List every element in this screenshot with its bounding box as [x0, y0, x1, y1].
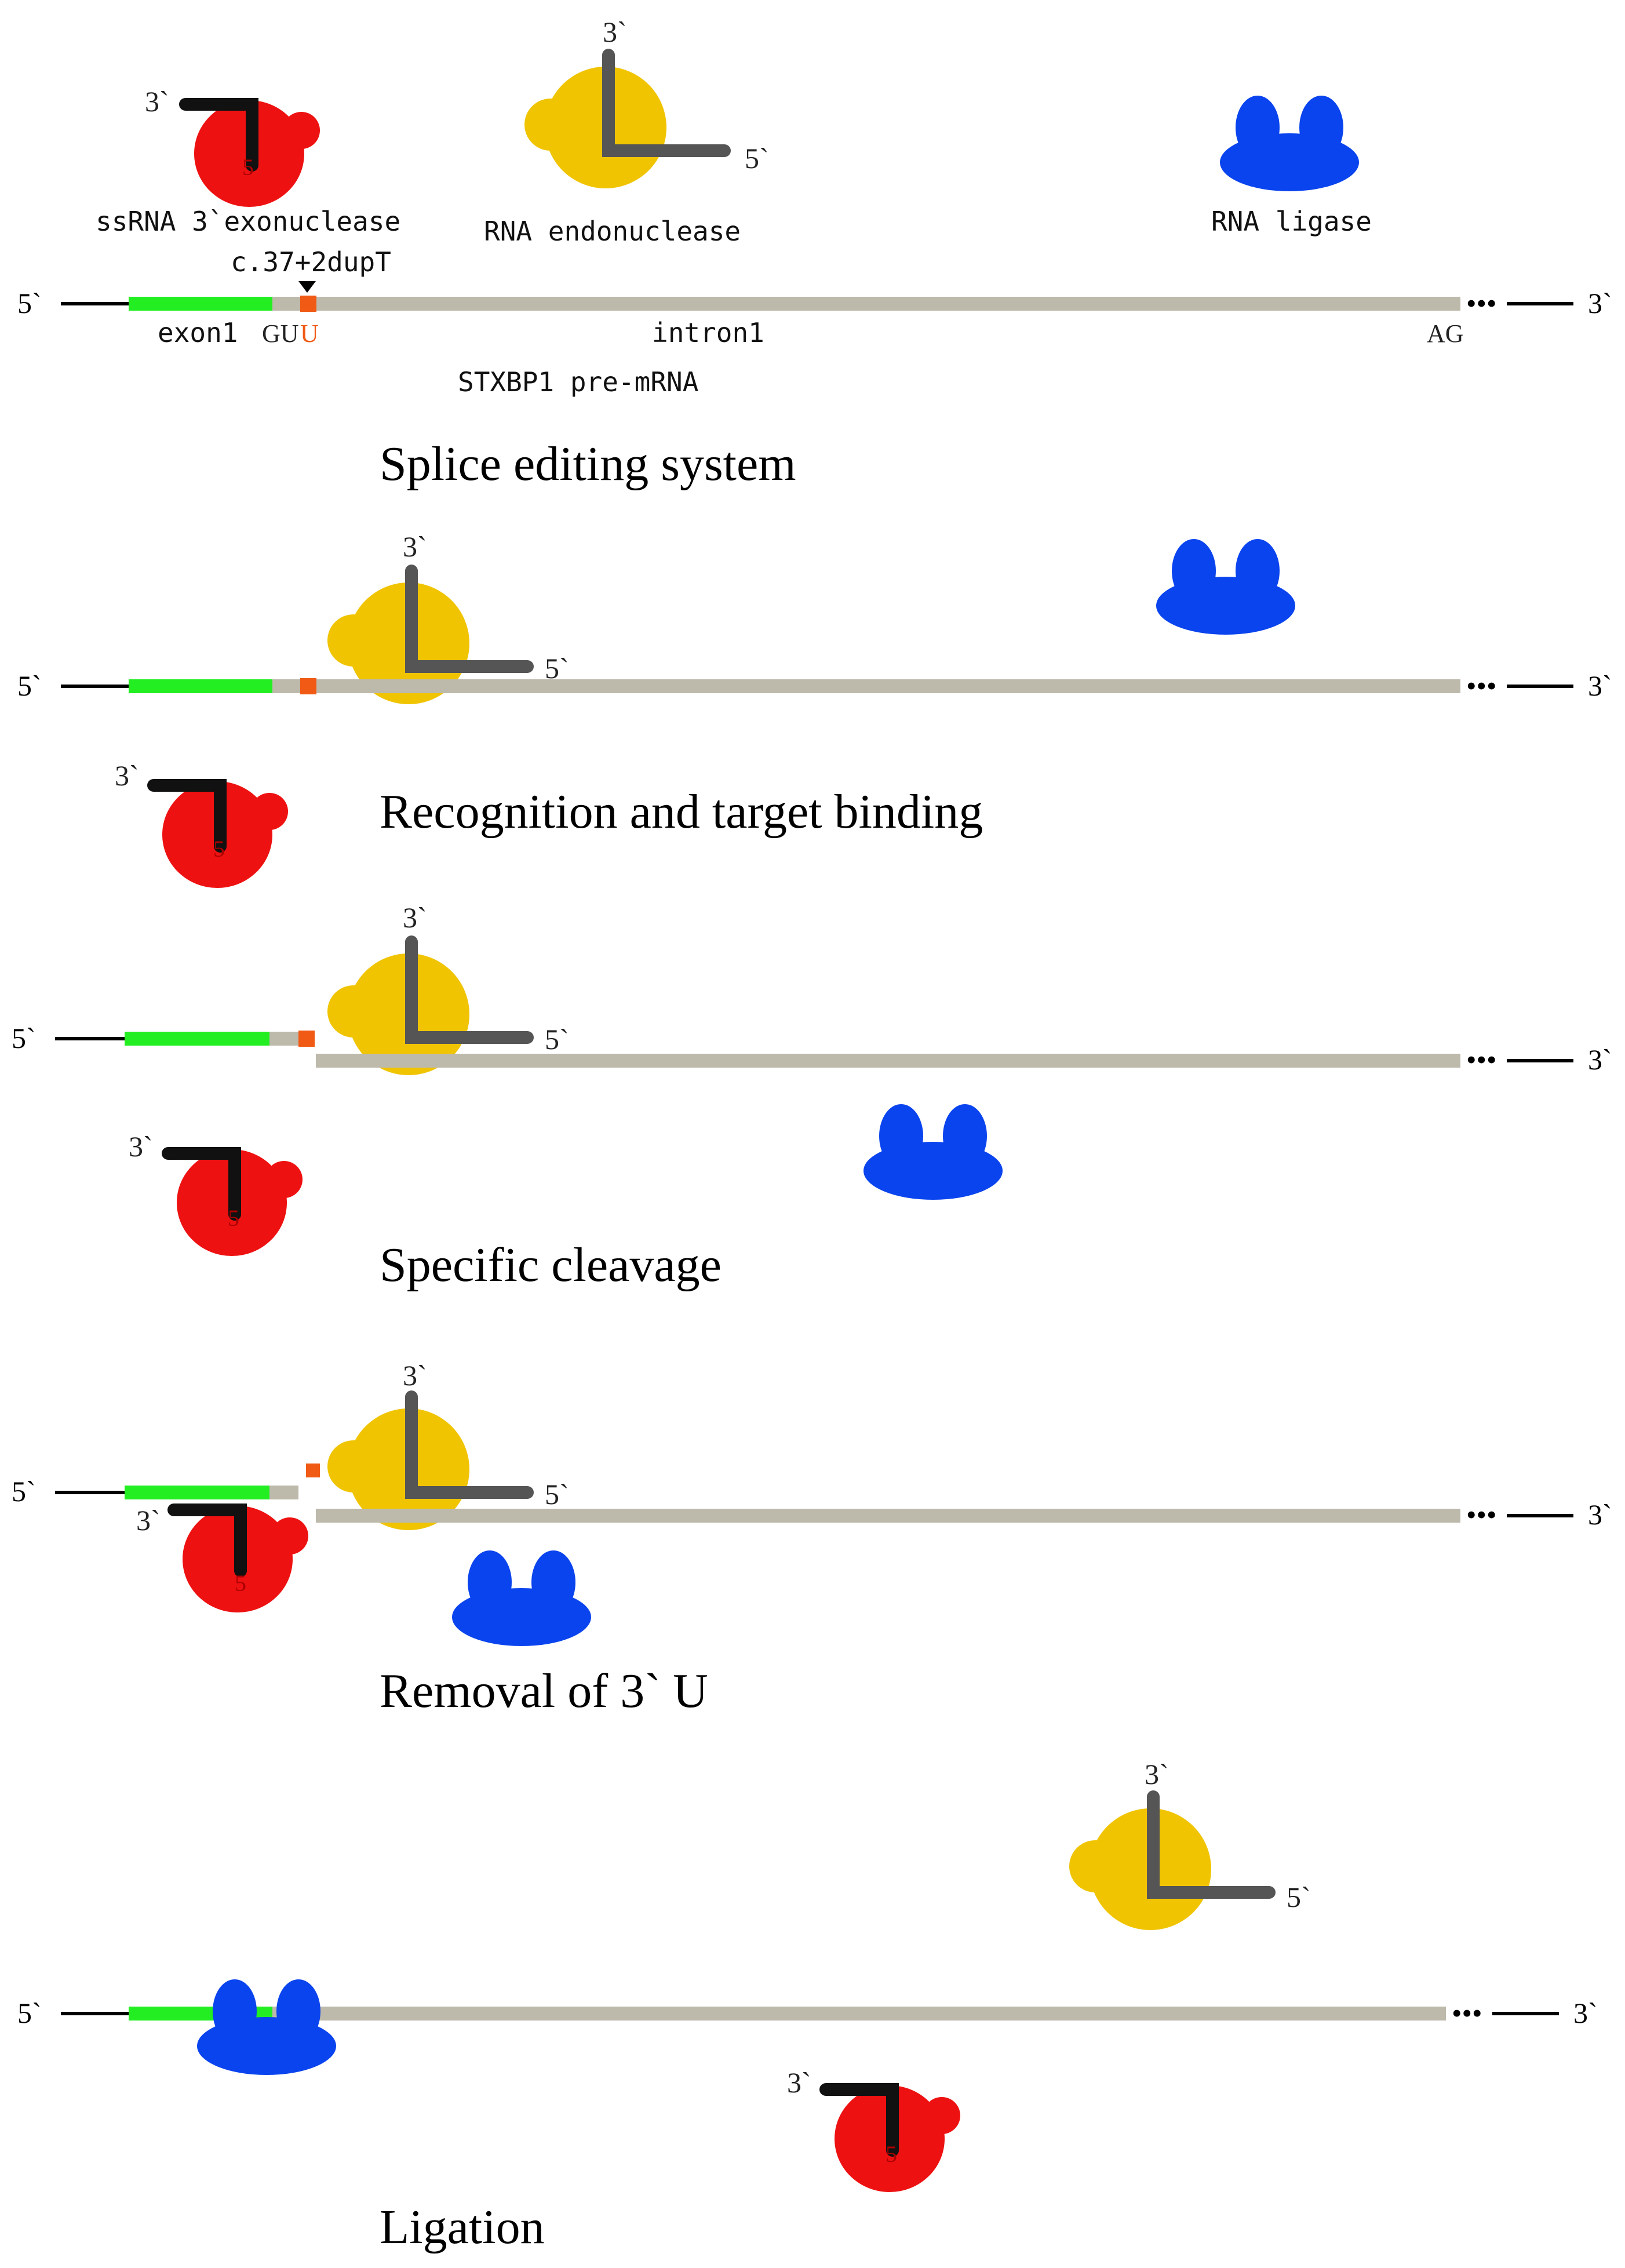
exon1-label: exon1 — [158, 317, 238, 348]
intron1-segment — [272, 297, 1460, 311]
caption-step-5: Ligation — [380, 2200, 545, 2254]
caption-step-3: Specific cleavage — [380, 1238, 722, 1292]
guide-3-end-label: 3` — [115, 759, 139, 792]
ellipsis: ••• — [1466, 287, 1497, 319]
guide-5-end-label: 5 — [213, 836, 225, 862]
rna-5-end-label: 5` — [17, 669, 42, 702]
rna-3-end-label: 3` — [1588, 669, 1612, 702]
ligase-protein — [197, 1979, 336, 2075]
exonuclease-protein — [826, 2085, 960, 2192]
rna-3-end-label: 3` — [1573, 1997, 1598, 2029]
endonuclease-label: RNA endonuclease — [484, 216, 741, 247]
mutation-marker — [300, 678, 316, 694]
caption-step-4: Removal of 3` U — [380, 1664, 708, 1718]
intron1-label: intron1 — [652, 317, 764, 348]
intron1-segment — [272, 2007, 1446, 2021]
u-label: U — [300, 319, 319, 348]
guide-5-end-label: 5` — [545, 652, 569, 685]
exonuclease-protein — [185, 100, 320, 207]
gu-label: GU — [262, 319, 299, 348]
ellipsis: ••• — [1466, 669, 1497, 702]
rna-5-end-label: 5` — [12, 1022, 36, 1054]
mutation-marker — [298, 1031, 315, 1047]
rna-5-end-label: 5` — [17, 1997, 42, 2029]
exonuclease-protein — [174, 1506, 308, 1612]
guide-3-end-label: 3` — [145, 85, 169, 118]
rna-3-end-label: 3` — [1588, 1043, 1612, 1076]
guide-5-end-label: 5` — [545, 1023, 569, 1055]
gu-segment — [269, 1032, 298, 1046]
gu-segment — [269, 1486, 298, 1499]
guide-3-end-label: 3` — [603, 16, 627, 48]
exon1-segment — [125, 1486, 269, 1499]
guide-5-end-label: 5` — [545, 1478, 569, 1510]
ligase-protein — [452, 1550, 591, 1646]
step-2-recognition-binding: 3` 5` 5` ••• 3` 3` 5 Recognition and tar… — [17, 530, 1612, 888]
rna-3-end-label: 3` — [1588, 287, 1612, 319]
intron1-segment — [316, 1509, 1460, 1523]
mutation-label: c.37+2dupT — [231, 246, 391, 278]
exon1-segment — [129, 297, 272, 311]
transcript-label: STXBP1 pre-mRNA — [458, 366, 698, 398]
guide-5-end-label: 5 — [242, 154, 254, 180]
endonuclease-protein — [524, 55, 724, 188]
caption-step-2: Recognition and target binding — [380, 785, 983, 839]
guide-3-end-label: 3` — [129, 1130, 153, 1163]
ag-label: AG — [1427, 319, 1464, 348]
rna-5-end-label: 5` — [12, 1475, 36, 1508]
step-5-ligation: 3` 5` 5` ••• 3` 3` 5 Ligation — [17, 1758, 1598, 2254]
guide-5-end-label: 5 — [886, 2141, 897, 2167]
guide-5-end-label: 5` — [1287, 1881, 1311, 1913]
ellipsis: ••• — [1466, 1498, 1497, 1531]
ligase-protein — [1220, 96, 1359, 191]
ligase-protein — [1156, 539, 1295, 635]
ligase-label: RNA ligase — [1211, 206, 1372, 237]
guide-3-end-label: 3` — [136, 1504, 161, 1537]
guide-3-end-label: 3` — [403, 530, 427, 563]
exonuclease-label: ssRNA 3`exonuclease — [96, 206, 400, 237]
endonuclease-protein — [1069, 1797, 1269, 1930]
intron1-segment — [272, 679, 1460, 693]
rna-3-end-label: 3` — [1588, 1498, 1612, 1531]
guide-5-end-label: 5 — [235, 1570, 246, 1596]
exon1-segment — [125, 1032, 269, 1046]
step-3-specific-cleavage: 3` 5` 5` ••• 3` 3` 5 Specific cleavage — [12, 901, 1612, 1292]
guide-5-end-label: 5` — [745, 142, 769, 174]
rna-5-end-label: 5` — [17, 287, 42, 319]
guide-3-end-label: 3` — [787, 2066, 811, 2099]
guide-3-end-label: 3` — [1145, 1758, 1169, 1790]
ellipsis: ••• — [1466, 1043, 1497, 1076]
intron1-segment — [316, 1054, 1460, 1068]
ligase-protein — [863, 1104, 1003, 1200]
removed-u-nucleotide — [306, 1464, 320, 1477]
mutation-marker — [300, 296, 316, 312]
mutation-arrow-icon — [298, 281, 316, 293]
guide-3-end-label: 3` — [403, 901, 427, 934]
step-4-removal-of-u: 3` 5` 5` ••• 3` 3` 5 Removal of 3` U — [12, 1359, 1612, 1718]
exon1-segment — [129, 679, 272, 693]
ellipsis: ••• — [1452, 1997, 1482, 2029]
guide-5-end-label: 5 — [228, 1205, 239, 1231]
guide-3-end-label: 3` — [403, 1359, 427, 1392]
exonuclease-protein — [168, 1149, 303, 1256]
step-1-splice-editing-system: 3` 5 3` 5` ssRNA 3`exonuclease RNA endon… — [17, 16, 1612, 491]
caption-step-1: Splice editing system — [380, 437, 796, 491]
exonuclease-protein — [154, 781, 288, 888]
